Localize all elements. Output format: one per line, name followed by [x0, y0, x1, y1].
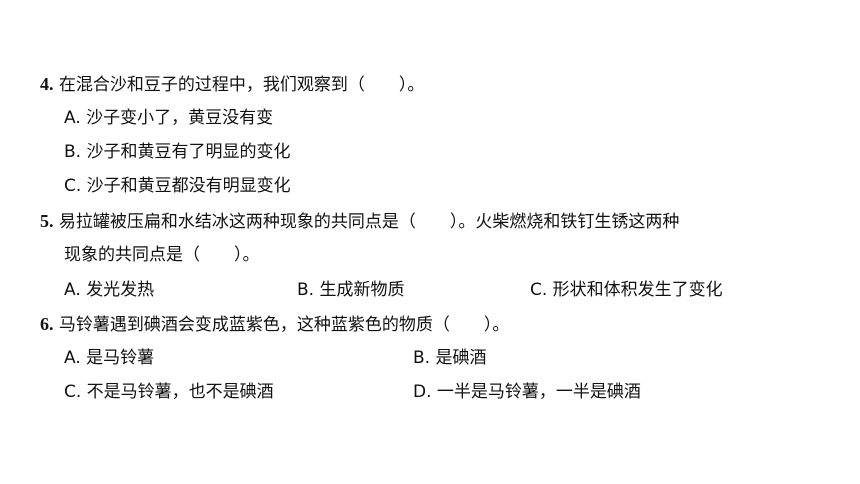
question-5-stem: 5. 易拉罐被压扁和水结冰这两种现象的共同点是（ ）。火柴燃烧和铁钉生锈这两种	[40, 209, 679, 233]
option-d: D. 一半是马铃薯，一半是碘酒	[413, 382, 641, 402]
option-c: C. 不是马铃薯，也不是碘酒	[64, 382, 274, 402]
question-number: 5.	[40, 211, 54, 231]
option-a: A. 是马铃薯	[64, 348, 155, 368]
question-text: 易拉罐被压扁和水结冰这两种现象的共同点是（ ）。火柴燃烧和铁钉生锈这两种	[58, 212, 680, 232]
option-b: B. 是碘酒	[413, 348, 487, 368]
option-c: C. 沙子和黄豆都没有明显变化	[64, 176, 291, 196]
option-a: A. 发光发热	[64, 280, 155, 300]
question-5-stem-continued: 现象的共同点是（ ）。	[64, 245, 260, 265]
option-b: B. 生成新物质	[297, 280, 405, 300]
option-c: C. 形状和体积发生了变化	[530, 280, 723, 300]
option-b: B. 沙子和黄豆有了明显的变化	[64, 142, 291, 162]
question-6-stem: 6. 马铃薯遇到碘酒会变成蓝紫色，这种蓝紫色的物质（ ）。	[40, 312, 509, 336]
question-text: 马铃薯遇到碘酒会变成蓝紫色，这种蓝紫色的物质（ ）。	[58, 315, 510, 335]
question-number: 6.	[40, 314, 54, 334]
question-number: 4.	[40, 74, 54, 94]
option-a: A. 沙子变小了，黄豆没有变	[64, 108, 274, 128]
question-text: 在混合沙和豆子的过程中，我们观察到（ ）。	[58, 75, 425, 95]
question-4-stem: 4. 在混合沙和豆子的过程中，我们观察到（ ）。	[40, 72, 424, 96]
